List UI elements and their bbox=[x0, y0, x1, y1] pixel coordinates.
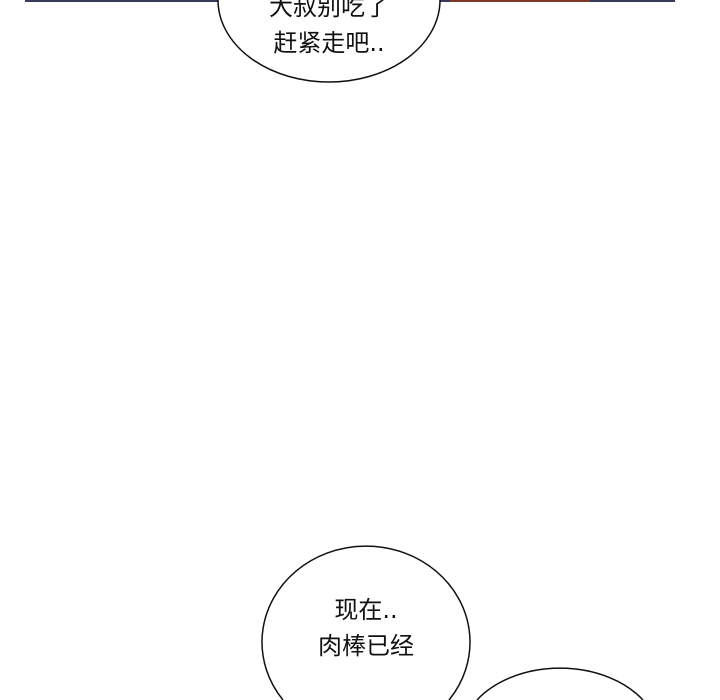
bubble-1-line-2: 赶紧走吧.. bbox=[273, 29, 385, 57]
bubble-2-text: 现在.. 肉棒已经 bbox=[262, 592, 470, 664]
bubble-2-line-1: 现在.. bbox=[334, 596, 398, 624]
panel-edge-accent bbox=[450, 0, 590, 2]
speech-bubble-3 bbox=[476, 667, 644, 700]
speech-bubble-1 bbox=[218, 0, 440, 82]
speech-bubble-2 bbox=[261, 545, 471, 700]
speech-bubble-1-outline bbox=[217, 0, 441, 83]
bubble-1-text: 大叔别吃了 赶紧走吧.. bbox=[219, 0, 439, 61]
bubble-1-line-1: 大叔别吃了 bbox=[269, 0, 389, 21]
bubble-2-line-2: 肉棒已经 bbox=[318, 632, 414, 660]
